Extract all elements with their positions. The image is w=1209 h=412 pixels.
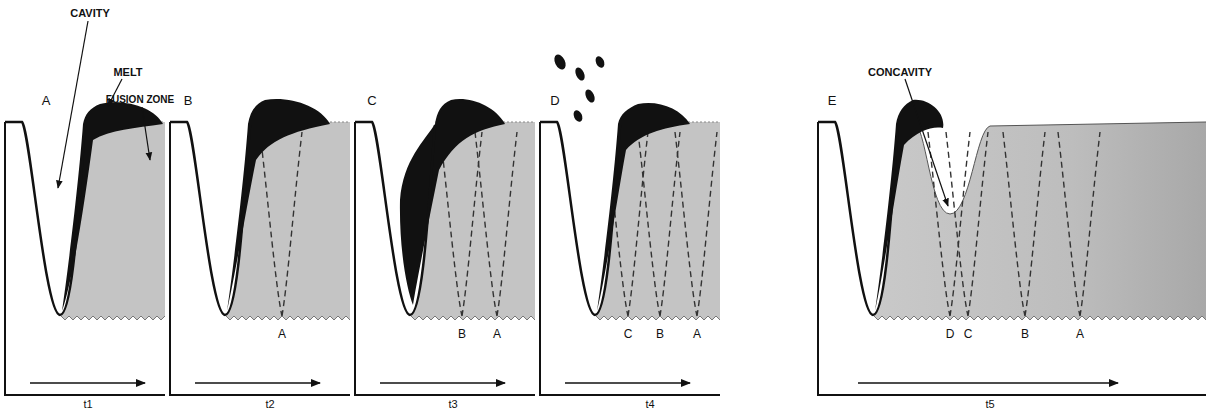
time-label: t2 (265, 399, 274, 410)
weld-panel (818, 100, 1206, 395)
fusion-boundary (874, 316, 1206, 320)
panel-letter: B (184, 94, 193, 107)
spatter-drop (594, 55, 606, 69)
fusion-boundary (411, 316, 535, 320)
leader-line (58, 21, 88, 188)
position-letter: C (964, 328, 973, 340)
travel-arrow (380, 382, 505, 384)
cavity-outline (170, 122, 250, 315)
spatter-drop (572, 109, 584, 123)
fusion-boundary (61, 316, 165, 320)
travel-arrow (858, 382, 1118, 384)
previous-cavity (928, 132, 970, 316)
travel-arrow (565, 382, 690, 384)
panel-letter: C (367, 94, 376, 107)
position-letter: B (656, 328, 664, 340)
workpiece-frame (540, 122, 720, 395)
weld-panel (355, 99, 535, 395)
workpiece-frame (170, 122, 350, 395)
workpiece-frame (818, 122, 1206, 395)
time-label: t5 (985, 399, 994, 410)
previous-cavity (440, 132, 482, 316)
panel-letter: D (550, 94, 559, 107)
position-letter: B (458, 328, 466, 340)
fusion-boundary (226, 316, 350, 320)
callout-text: CONCAVITY (868, 67, 932, 78)
cavity-outline (540, 122, 620, 315)
leader-line (905, 79, 948, 206)
cavity-outline (818, 122, 898, 315)
previous-cavity (1058, 132, 1100, 316)
spatter-drop (573, 66, 586, 82)
melt (62, 102, 163, 311)
weld-panel (540, 53, 720, 395)
melt (227, 99, 330, 311)
workpiece-frame (5, 122, 165, 395)
cavity-outline (5, 122, 85, 315)
callout-text: FUSION ZONE (106, 95, 174, 105)
position-letter: C (624, 328, 633, 340)
spatter-drop (583, 88, 596, 104)
previous-cavity (946, 132, 988, 316)
position-letter: A (493, 328, 501, 340)
position-letter: A (693, 328, 701, 340)
travel-arrow (195, 382, 320, 384)
time-label: t4 (645, 399, 654, 410)
previous-cavity (638, 132, 680, 316)
previous-cavity (1003, 132, 1045, 316)
position-letter: B (1021, 328, 1029, 340)
panel-letter: E (828, 94, 837, 107)
panel-letter: A (42, 94, 51, 107)
melt (400, 99, 505, 305)
position-letter: D (946, 328, 955, 340)
cavity-outline (355, 122, 435, 315)
workpiece-frame (355, 122, 535, 395)
weld-panel (5, 100, 165, 395)
spatter-drop (552, 53, 568, 72)
position-letter: A (1076, 328, 1084, 340)
previous-cavity (675, 132, 717, 316)
travel-arrow (30, 382, 145, 384)
time-label: t3 (448, 399, 457, 410)
leader-line (142, 107, 150, 160)
callout-text: CAVITY (70, 8, 110, 19)
previous-cavity (260, 132, 302, 316)
position-letter: A (278, 328, 286, 340)
weld-panel (170, 99, 350, 395)
fusion-boundary (596, 316, 720, 320)
concavity-surface (913, 122, 1206, 214)
melt (597, 103, 690, 311)
callout-text: MELT (113, 67, 142, 78)
fusion-zone (873, 122, 1206, 320)
previous-cavity (475, 132, 517, 316)
time-label: t1 (83, 399, 92, 410)
